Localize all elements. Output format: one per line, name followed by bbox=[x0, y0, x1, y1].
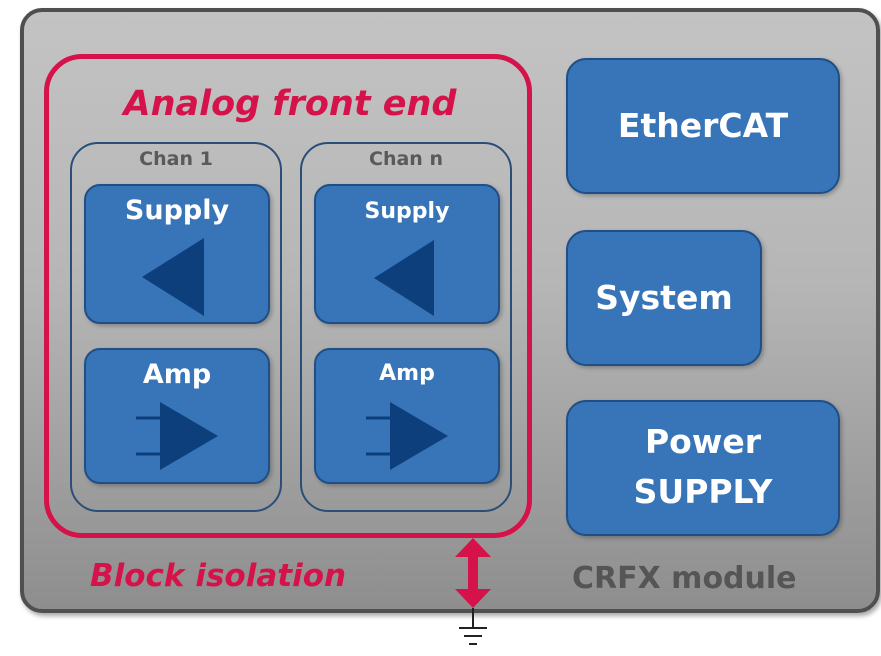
double-arrow-icon bbox=[455, 538, 491, 608]
channel-1-box bbox=[70, 142, 282, 512]
module-label: CRFX module bbox=[572, 561, 797, 596]
channel-n-box bbox=[300, 142, 512, 512]
regulator-triangle-icon bbox=[142, 238, 204, 316]
channel-n-supply-label: Supply bbox=[364, 199, 450, 224]
ethercat-block: EtherCAT bbox=[566, 58, 840, 194]
channel-1-amp-block: Amp bbox=[84, 348, 270, 484]
power-label-line2: SUPPLY bbox=[633, 472, 773, 511]
amplifier-triangle-icon bbox=[366, 402, 448, 470]
power-supply-block: Power SUPPLY bbox=[566, 400, 840, 536]
analog-front-end-boundary bbox=[44, 54, 532, 538]
block-isolation-label: Block isolation bbox=[90, 558, 347, 594]
system-label: System bbox=[595, 278, 733, 317]
channel-n-supply-block: Supply bbox=[314, 184, 500, 324]
channel-n-title: Chan n bbox=[369, 148, 443, 170]
regulator-triangle-icon bbox=[374, 240, 434, 316]
channel-1-supply-label: Supply bbox=[124, 195, 230, 226]
amplifier-triangle-icon bbox=[136, 402, 218, 470]
channel-1-supply-block: Supply bbox=[84, 184, 270, 324]
channel-n-amp-block: Amp bbox=[314, 348, 500, 484]
channel-1-title: Chan 1 bbox=[139, 148, 213, 170]
channel-1-amp-label: Amp bbox=[142, 359, 212, 390]
ground-icon bbox=[459, 608, 487, 645]
power-label-line1: Power bbox=[645, 422, 761, 461]
system-block: System bbox=[566, 230, 762, 366]
ethercat-label: EtherCAT bbox=[617, 106, 789, 145]
channel-n-amp-label: Amp bbox=[379, 361, 435, 386]
afe-title: Analog front end bbox=[123, 84, 457, 124]
